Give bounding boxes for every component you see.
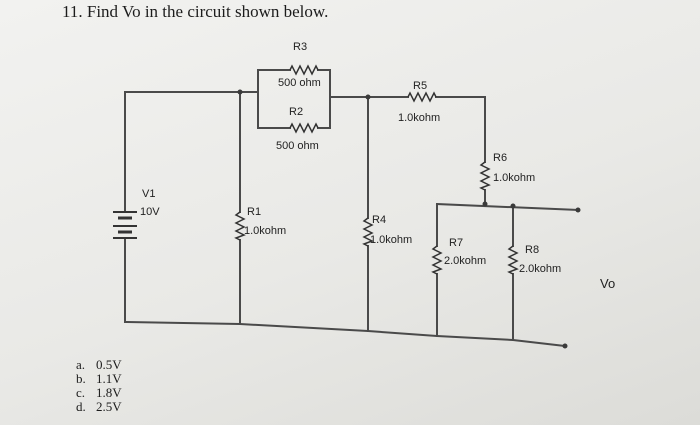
wire-parallel-r3-right	[317, 69, 331, 98]
resistor-r1	[234, 211, 246, 241]
r6-value-label: 1.0kohm	[493, 172, 535, 184]
v1-name-label: V1	[142, 188, 155, 200]
r7-value-label: 2.0kohm	[444, 255, 486, 267]
answer-choice-c[interactable]: c. 1.8V	[76, 386, 122, 400]
r7-name-label: R7	[449, 237, 463, 249]
choice-text: 2.5V	[96, 399, 122, 414]
r4-name-label: R4	[372, 214, 386, 226]
r5-name-label: R5	[413, 80, 427, 92]
wire-bottom	[123, 320, 567, 348]
answer-choice-b[interactable]: b. 1.1V	[76, 372, 122, 386]
wire-r5-right	[435, 96, 486, 163]
node-dot	[237, 89, 243, 95]
r3-value-label: 500 ohm	[278, 77, 321, 89]
resistor-r6	[479, 161, 491, 191]
answer-choice-a[interactable]: a. 0.5V	[76, 358, 122, 372]
choice-text: 0.5V	[96, 357, 122, 372]
wire-parallel-r2-left	[257, 91, 291, 129]
choice-text: 1.1V	[96, 371, 122, 386]
resistor-r7	[431, 245, 443, 275]
resistor-r4	[362, 217, 374, 247]
choice-letter: c.	[76, 385, 86, 400]
output-terminal-bottom	[562, 343, 568, 349]
r8-value-label: 2.0kohm	[519, 263, 561, 275]
node-dot	[510, 203, 516, 209]
r5-value-label: 1.0kohm	[398, 112, 440, 124]
resistor-r2	[289, 122, 319, 134]
choice-letter: b.	[76, 371, 86, 386]
resistor-r5	[407, 91, 437, 103]
resistor-r8	[507, 245, 519, 275]
r2-value-label: 500 ohm	[276, 140, 319, 152]
node-dot	[365, 94, 371, 100]
choice-letter: a.	[76, 357, 86, 372]
r8-name-label: R8	[525, 244, 539, 256]
r6-name-label: R6	[493, 152, 507, 164]
r1-value-label: 1.0kohm	[244, 225, 286, 237]
wire-parallel-r3-left	[257, 69, 291, 93]
resistor-r3	[289, 64, 319, 76]
wire-parallel-r2-right	[317, 96, 331, 129]
circuit-wires	[123, 69, 580, 348]
v1-value-label: 10V	[140, 206, 160, 218]
answer-choice-d[interactable]: d. 2.5V	[76, 400, 122, 414]
wire-output-top	[435, 202, 580, 212]
battery-v1-symbol	[113, 211, 137, 239]
r2-name-label: R2	[289, 106, 303, 118]
output-terminal-top	[575, 207, 581, 213]
question-text: 11. Find Vo in the circuit shown below.	[62, 2, 329, 21]
r3-name-label: R3	[293, 41, 307, 53]
circuit-nodes	[237, 89, 581, 349]
node-dot	[482, 201, 488, 207]
r4-value-label: 1.0kohm	[370, 234, 412, 246]
choice-letter: d.	[76, 399, 86, 414]
r1-name-label: R1	[247, 206, 261, 218]
answer-choices: a. 0.5V b. 1.1V c. 1.8V d. 2.5V	[76, 358, 122, 414]
output-voltage-label: Vo	[600, 276, 615, 291]
choice-text: 1.8V	[96, 385, 122, 400]
